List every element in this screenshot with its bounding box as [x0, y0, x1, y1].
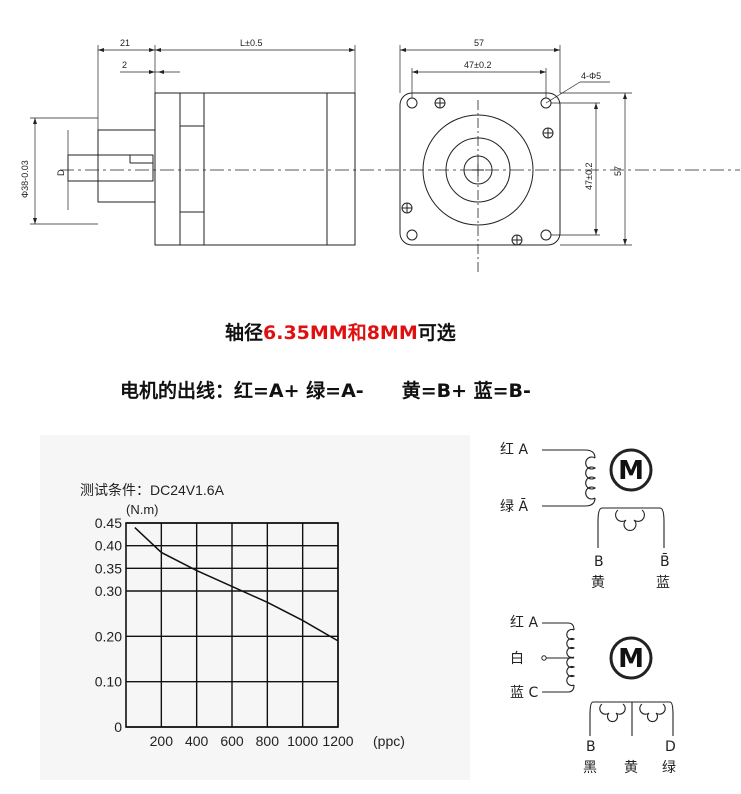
- w4-bbar-letter: B̄: [660, 552, 670, 570]
- w6-label-a: 红 A: [510, 615, 538, 631]
- chart-y-tick-label: 0.35: [95, 560, 122, 576]
- wiring-note-label: 电机的出线：: [120, 380, 235, 402]
- w4-label-abar: 绿 Ā: [500, 498, 528, 515]
- wiring-note-pairs2: 黄=B+ 蓝=B-: [401, 380, 531, 402]
- wiring-6-lead: [542, 622, 674, 736]
- dim-length-label: L±0.5: [240, 38, 262, 48]
- dim-flange-diameter-label: Φ38-0.03: [20, 160, 30, 198]
- w6-b-color: 黑: [583, 760, 597, 776]
- w6-b-letter: B: [586, 739, 596, 755]
- chart-x-unit: (ppc): [373, 733, 405, 749]
- w6-d-letter: D: [665, 739, 676, 755]
- shaft-note-suffix: 可选: [417, 322, 456, 344]
- shaft-note-prefix: 轴径: [225, 322, 264, 344]
- w4-bbar-color: 蓝: [656, 575, 670, 591]
- chart-x-tick-label: 600: [220, 733, 244, 749]
- chart-x-tick-label: 1200: [322, 733, 353, 749]
- chart-y-tick-label: 0.40: [95, 538, 122, 554]
- chart-y-tick-label: 0.10: [95, 674, 122, 690]
- w4-motor-symbol: M: [618, 456, 644, 486]
- dim-hole-spacing-side-label: 47±0.2: [584, 163, 594, 190]
- motor-side-view: [30, 45, 740, 246]
- w6-motor-symbol: M: [618, 644, 644, 674]
- w4-b-color: 黄: [591, 574, 605, 591]
- w4-label-a: 红 A: [500, 442, 528, 458]
- chart-background: [40, 435, 470, 780]
- chart-y-tick-label: 0.20: [95, 628, 122, 644]
- wiring-note-pairs: 红=A+ 绿=A-: [234, 380, 364, 402]
- w6-d-color: 绿: [662, 760, 676, 776]
- torque-frequency-chart: 测试条件：DC24V1.6A (N.m) (ppc) 0 0.10 0.20 0.30…: [40, 435, 470, 780]
- chart-y-unit: (N.m): [126, 502, 159, 517]
- wiring-color-note: 电机的出线：红=A+ 绿=A- 黄=B+ 蓝=B-: [120, 376, 531, 403]
- shaft-note-highlight: 6.35MM和8MM: [263, 322, 418, 344]
- chart-y-tick-label: 0.30: [95, 583, 122, 599]
- dim-21-label: 21: [120, 38, 130, 48]
- dim-front-width-label: 57: [474, 38, 484, 48]
- chart-x-tick-label: 800: [256, 733, 280, 749]
- chart-y-tick-label: 0.45: [95, 515, 122, 531]
- chart-x-tick-label: 200: [150, 733, 174, 749]
- wiring-diagrams: 红 A 绿 Ā M B B̄ 黄 蓝 红 A 白 蓝 C M B D 黑 黄 绿: [500, 442, 676, 776]
- chart-x-tick-label: 400: [185, 733, 209, 749]
- chart-title: 测试条件：DC24V1.6A: [80, 482, 225, 498]
- shaft-diameter-note: 轴径6.35MM和8MM可选: [225, 318, 456, 345]
- w6-mid-color: 黄: [624, 759, 638, 776]
- chart-x-tick-label: 1000: [287, 733, 318, 749]
- w4-b-letter: B: [594, 554, 604, 570]
- dim-hole-spacing-top-label: 47±0.2: [464, 60, 491, 70]
- dim-shaft-d-label: D: [56, 169, 66, 176]
- chart-y-tick-label: 0: [114, 719, 122, 735]
- motor-front-view: [399, 45, 632, 272]
- dim-holes-label: 4-Φ5: [581, 71, 601, 81]
- chart-series-line: [134, 526, 339, 642]
- dim-2-label: 2: [122, 60, 127, 70]
- w6-label-mid: 白: [510, 651, 524, 667]
- motor-dimension-drawing: 21 2 L±0.5 Φ38-0.03 D: [20, 38, 740, 272]
- dim-front-height-label: 57: [613, 166, 623, 176]
- w6-label-c: 蓝 C: [510, 685, 538, 701]
- wiring-4-lead: [542, 448, 665, 548]
